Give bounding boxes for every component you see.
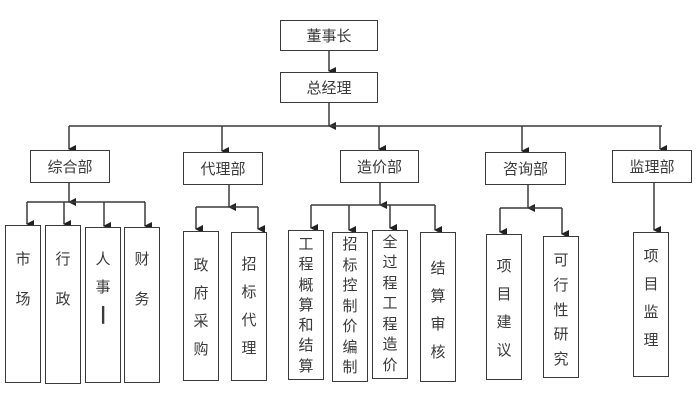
org-leaf-char: 目: [496, 285, 512, 303]
org-leaf-char: 理: [241, 339, 257, 357]
org-node-label: 造价部: [356, 158, 402, 176]
org-leaf-char: 审: [430, 315, 446, 333]
org-leaf-char: 场: [15, 290, 31, 308]
org-leaf-char: 控: [342, 276, 358, 295]
org-node-label: 总经理: [306, 79, 352, 97]
org-leaf: 行政: [45, 225, 81, 384]
org-node-dept-agency: 代理部: [183, 152, 263, 185]
org-leaf-char: 财: [134, 250, 150, 268]
org-leaf: 项目建议: [486, 234, 522, 380]
org-leaf: 可行性研究: [543, 236, 579, 378]
org-leaf-char: 算: [298, 356, 314, 375]
org-leaf-char: 标: [342, 255, 358, 274]
org-leaf: 工程概算和结算: [288, 230, 324, 380]
org-leaf-char: 算: [430, 287, 446, 305]
org-leaf-char: 工: [298, 235, 314, 253]
org-leaf-char: 人: [95, 250, 111, 268]
org-leaf-char: 概: [298, 275, 314, 294]
org-leaf-char: 事: [95, 278, 111, 296]
org-leaf-char: 标: [241, 283, 257, 301]
org-node-general-manager: 总经理: [280, 72, 378, 103]
org-leaf-char: 造: [382, 335, 398, 354]
org-leaf-char: 工: [382, 294, 398, 313]
org-leaf-char: 可: [553, 251, 569, 269]
org-leaf-char: 制: [342, 358, 358, 377]
org-leaf-char: 行: [55, 250, 71, 268]
org-leaf-char: 全: [382, 233, 398, 251]
org-leaf-char: 行: [553, 275, 569, 294]
org-node-dept-cost: 造价部: [340, 150, 419, 183]
org-node-chairman: 董事长: [280, 20, 378, 51]
org-leaf-char: 程: [298, 255, 314, 274]
org-leaf-char: 价: [382, 355, 398, 374]
org-leaf-char: 建: [496, 313, 512, 331]
org-leaf-char: 政: [55, 290, 71, 308]
org-leaf-char: 目: [643, 275, 659, 293]
org-leaf-char: 议: [496, 341, 512, 359]
org-leaf-char: 招: [241, 255, 257, 273]
org-leaf-char: ┃: [98, 306, 108, 324]
org-leaf-char: 程: [382, 314, 398, 333]
org-leaf-char: 项: [643, 247, 659, 265]
org-leaf-char: 和: [298, 316, 314, 335]
org-leaf: 市场: [5, 225, 41, 383]
org-leaf-char: 采: [193, 312, 209, 330]
org-leaf-char: 监: [643, 303, 659, 321]
org-leaf-char: 价: [342, 317, 358, 336]
org-leaf: 项目监理: [633, 232, 669, 377]
org-leaf: 招标控制价编制: [332, 232, 368, 382]
org-leaf-char: 算: [298, 295, 314, 314]
org-leaf-char: 编: [342, 337, 358, 356]
org-leaf: 人事 ┃: [85, 227, 121, 383]
org-leaf-char: 务: [134, 290, 150, 308]
org-node-dept-consulting: 咨询部: [485, 152, 566, 185]
org-leaf-char: 理: [643, 331, 659, 349]
org-leaf-char: 程: [382, 273, 398, 292]
org-node-label: 董事长: [306, 27, 352, 45]
org-leaf-char: 项: [496, 257, 512, 275]
org-leaf-char: 政: [193, 256, 209, 274]
org-leaf-char: 代: [241, 311, 257, 329]
org-leaf: 招标代理: [231, 232, 267, 381]
org-leaf-char: 核: [430, 343, 446, 361]
org-leaf-char: 研: [553, 325, 569, 344]
org-node-label: 代理部: [200, 160, 246, 178]
org-leaf-char: 究: [553, 350, 569, 369]
org-leaf: 财务: [124, 227, 160, 383]
org-leaf-char: 性: [553, 300, 569, 319]
org-node-label: 综合部: [47, 158, 93, 176]
org-leaf-char: 市: [15, 250, 31, 268]
org-leaf-char: 购: [193, 340, 209, 358]
org-leaf-char: 府: [193, 284, 209, 302]
org-node-label: 监理部: [629, 158, 675, 176]
org-leaf-char: 制: [342, 296, 358, 315]
org-leaf: 结算审核: [420, 232, 456, 382]
org-leaf-char: 招: [342, 235, 358, 253]
org-node-label: 咨询部: [502, 160, 548, 178]
org-leaf-char: 过: [382, 253, 398, 272]
org-node-dept-general-affairs: 综合部: [30, 150, 110, 183]
org-leaf-char: 结: [430, 259, 446, 277]
org-node-dept-supervision: 监理部: [612, 150, 692, 183]
org-leaf: 全过程工程造价: [372, 230, 408, 379]
org-leaf-char: 结: [298, 336, 314, 355]
org-leaf: 政府采购: [183, 231, 219, 381]
